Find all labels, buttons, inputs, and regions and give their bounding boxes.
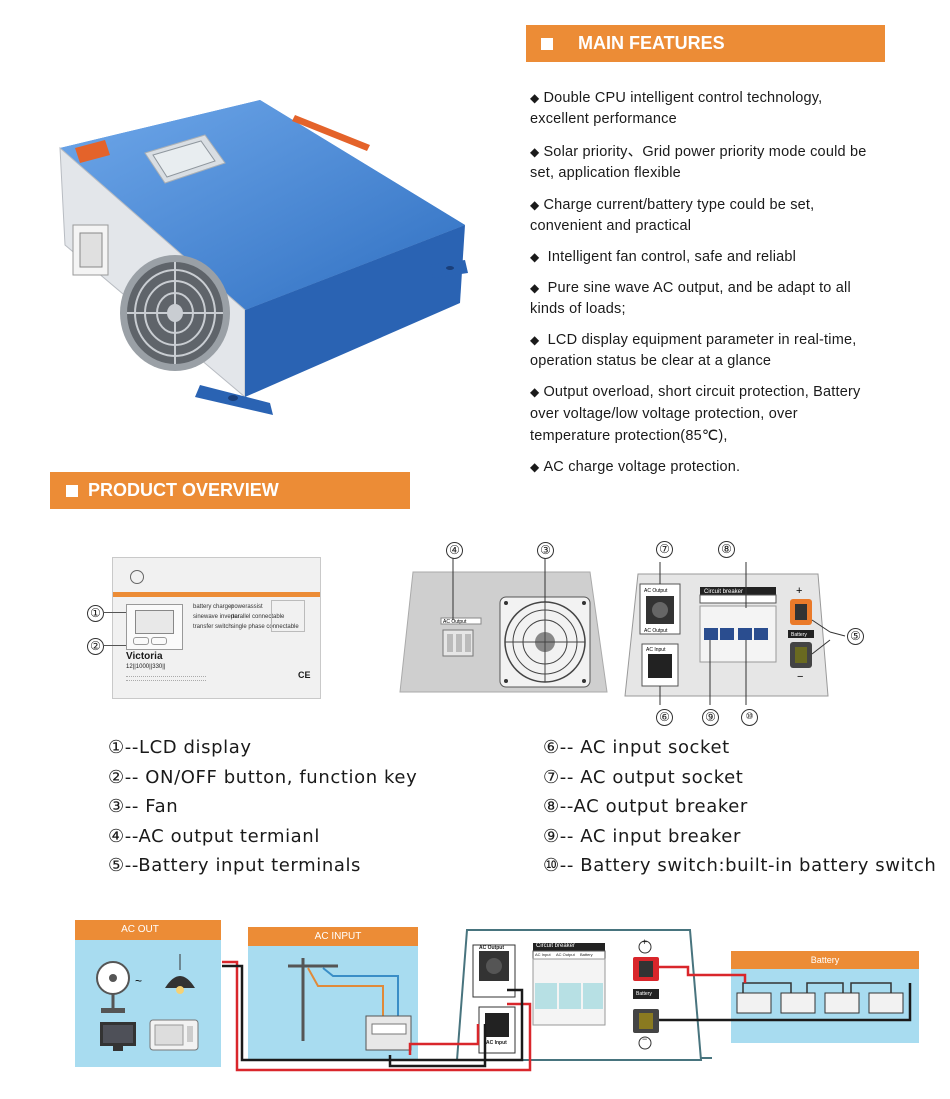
legend-item: ④--AC output termianl xyxy=(108,825,320,847)
legend-item: ③-- Fan xyxy=(108,796,179,818)
ce-mark-icon: CE xyxy=(298,670,311,680)
front-panel-brand: Victoria xyxy=(126,651,163,662)
feature-item: ◆AC charge voltage protection. xyxy=(530,459,741,475)
plus-icon: + xyxy=(642,937,648,947)
diamond-bullet-icon: ◆ xyxy=(530,460,540,474)
svg-text:AC Output: AC Output xyxy=(644,628,668,634)
callout-9: ⑨ xyxy=(702,709,719,726)
svg-text:−: − xyxy=(797,671,803,683)
wiring-ac-output-label: AC Output xyxy=(479,945,504,951)
svg-text:Battery: Battery xyxy=(791,632,807,638)
minus-icon: − xyxy=(642,1034,648,1044)
battery-box: Battery xyxy=(731,951,919,1043)
svg-text:Circuit breaker: Circuit breaker xyxy=(704,589,743,595)
battery-title: Battery xyxy=(810,955,840,965)
wiring-ac-input-label: AC Input xyxy=(486,1040,507,1046)
diamond-bullet-icon: ◆ xyxy=(530,145,540,159)
wiring-battery-tag: Battery xyxy=(636,991,652,997)
main-features-title: MAIN FEATURES xyxy=(578,33,725,53)
monitor-icon xyxy=(100,1022,136,1051)
legend-item: ⑥-- AC input socket xyxy=(543,737,730,758)
diamond-bullet-icon: ◆ xyxy=(530,250,540,264)
callout-4: ④ xyxy=(446,542,463,559)
diamond-bullet-icon: ◆ xyxy=(530,281,540,295)
diamond-bullet-icon: ◆ xyxy=(530,333,540,347)
main-features-header: MAIN FEATURES xyxy=(526,25,885,62)
feature-item: ◆Charge current/battery type could be se… xyxy=(530,197,815,234)
diamond-bullet-icon: ◆ xyxy=(530,91,540,105)
callout-7: ⑦ xyxy=(656,541,673,558)
wiring-breaker-sub-battery: Battery xyxy=(580,952,593,957)
callout-1: ① xyxy=(87,605,104,622)
feature-item: ◆ LCD display equipment parameter in rea… xyxy=(530,332,857,369)
legend-item: ⑦-- AC output socket xyxy=(543,766,744,788)
callout-10: ⑩ xyxy=(741,709,758,726)
svg-text:AC Output: AC Output xyxy=(443,619,467,625)
pendant-lamp-icon xyxy=(165,954,195,994)
distribution-box-icon xyxy=(365,1015,412,1051)
side-panel-diagram: AC Output xyxy=(399,558,608,693)
rear-panel-diagram: AC Output AC Output AC Input Circuit bre… xyxy=(624,562,846,705)
square-bullet-icon xyxy=(541,37,553,50)
legend-item: ①--LCD display xyxy=(108,737,252,758)
utility-pole-icon xyxy=(288,958,338,1041)
product-overview-header: PRODUCT OVERVIEW xyxy=(50,472,410,509)
ac-input-box: AC INPUT xyxy=(248,927,418,1059)
square-bullet-icon xyxy=(66,484,78,497)
logo-icon xyxy=(130,570,144,584)
desk-fan-icon xyxy=(96,961,130,1013)
microwave-icon xyxy=(149,1019,199,1051)
callout-2: ② xyxy=(87,638,104,655)
legend-left: ①--LCD display ②-- ON/OFF button, functi… xyxy=(108,733,417,881)
legend-item: ⑧--AC output breaker xyxy=(543,796,748,818)
ac-out-box: AC OUT ~ xyxy=(75,920,221,1067)
legend-item: ⑤--Battery input terminals xyxy=(108,855,362,877)
svg-text:~: ~ xyxy=(135,974,142,988)
diamond-bullet-icon: ◆ xyxy=(530,385,540,399)
ac-out-title: AC OUT xyxy=(121,924,159,935)
svg-text:AC Output: AC Output xyxy=(644,588,668,594)
lcd-display xyxy=(126,604,183,650)
wiring-breaker-sub-ac-input: AC Input xyxy=(535,952,551,957)
legend-item: ②-- ON/OFF button, function key xyxy=(108,766,418,788)
wiring-breaker-title: Circuit breaker xyxy=(536,943,576,949)
legend-item: ⑩-- Battery switch:built-in battery swit… xyxy=(543,855,937,877)
feature-item: ◆Output overload, short circuit protecti… xyxy=(530,384,861,444)
legend-item: ⑨-- AC input breaker xyxy=(543,825,741,847)
inverter-product-photo xyxy=(59,100,468,415)
product-overview-title: PRODUCT OVERVIEW xyxy=(88,480,279,500)
callout-3: ③ xyxy=(537,542,554,559)
feature-item: ◆Double CPU intelligent control technolo… xyxy=(530,90,823,127)
feature-item: ◆ Intelligent fan control, safe and reli… xyxy=(530,249,797,265)
svg-text:+: + xyxy=(796,585,802,597)
front-panel-model: 12||1000||330|| xyxy=(126,664,166,670)
fan-icon xyxy=(120,255,230,371)
wiring-breaker-sub-ac-output: AC Output xyxy=(556,952,575,957)
callout-6: ⑥ xyxy=(656,709,673,726)
ac-input-title: AC INPUT xyxy=(314,931,362,942)
callout-8: ⑧ xyxy=(718,541,735,558)
callout-5: ⑤ xyxy=(847,628,864,645)
battery-icon xyxy=(736,992,904,1014)
diamond-bullet-icon: ◆ xyxy=(530,198,540,212)
feature-item: ◆Solar priority、Grid power priority mode… xyxy=(530,144,867,181)
wiring-cables xyxy=(222,960,912,1072)
feature-item: ◆ Pure sine wave AC output, and be adapt… xyxy=(530,280,851,317)
legend-right: ⑥-- AC input socket ⑦-- AC output socket… xyxy=(543,733,936,881)
svg-text:AC Input: AC Input xyxy=(646,647,666,653)
front-panel-diagram: battery charger sinewave inverter transf… xyxy=(112,557,321,699)
fan-icon xyxy=(499,596,591,688)
